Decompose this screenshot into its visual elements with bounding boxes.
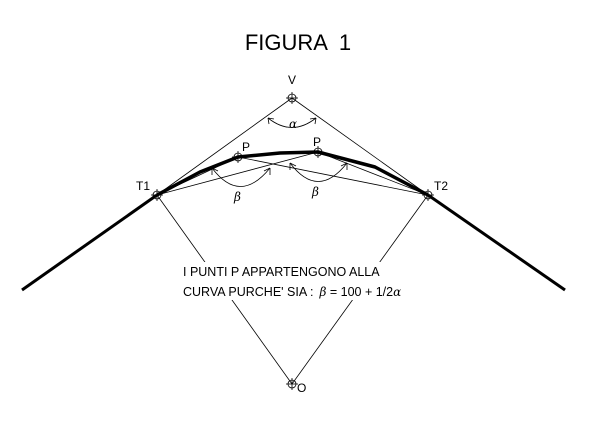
angle-arc-alpha — [267, 117, 317, 128]
angle-arrow-beta-left-b — [263, 167, 271, 175]
point-marker-p-right — [312, 146, 324, 158]
chord-t1-p-right — [156, 151, 319, 196]
point-marker-t1 — [151, 189, 163, 201]
label-p-right: P — [313, 135, 321, 149]
point-marker-v — [286, 92, 298, 104]
beta-label-right: β — [311, 185, 319, 199]
figure-title: FIGURA 1 — [245, 30, 351, 55]
tangent-extension-right — [291, 97, 429, 196]
tangent-line-right — [427, 193, 566, 292]
angle-arrow-beta-left-a — [211, 167, 219, 175]
angle-arc-beta-left — [211, 167, 271, 187]
point-marker-p-left — [232, 151, 244, 163]
label-p-left: P — [242, 140, 250, 154]
caption-line-2-prefix: CURVA PURCHE' SIA : — [183, 285, 313, 299]
label-t1: T1 — [136, 179, 150, 193]
caption-line-2: CURVA PURCHE' SIA : β = 100 + 1/2α — [183, 285, 401, 299]
point-marker-o — [286, 378, 298, 390]
caption-line-1: I PUNTI P APPARTENGONO ALLA — [183, 265, 380, 279]
caption-alpha-symbol: α — [393, 285, 401, 299]
angle-arrow-alpha-right — [309, 117, 317, 125]
angle-arrow-beta-right-b — [340, 162, 348, 170]
chord-t2-p-left — [237, 156, 429, 196]
alpha-label: α — [289, 117, 297, 131]
caption-background — [180, 262, 450, 300]
beta-label-left: β — [233, 190, 241, 204]
circular-curve — [156, 150, 429, 197]
tangent-extension-left — [156, 97, 293, 196]
label-v: V — [288, 73, 296, 87]
angle-arrow-alpha-left — [267, 117, 275, 125]
angle-arrow-beta-right-a — [289, 162, 297, 170]
angle-arc-beta-right — [289, 162, 348, 182]
tangent-line-left — [21, 193, 158, 292]
point-marker-t2 — [422, 189, 434, 201]
label-t2: T2 — [434, 179, 448, 193]
chord-t2-p-right — [317, 151, 429, 196]
caption-beta-symbol: β — [318, 285, 326, 299]
caption-formula: = 100 + 1/2 — [326, 285, 393, 299]
label-o: O — [297, 381, 306, 395]
